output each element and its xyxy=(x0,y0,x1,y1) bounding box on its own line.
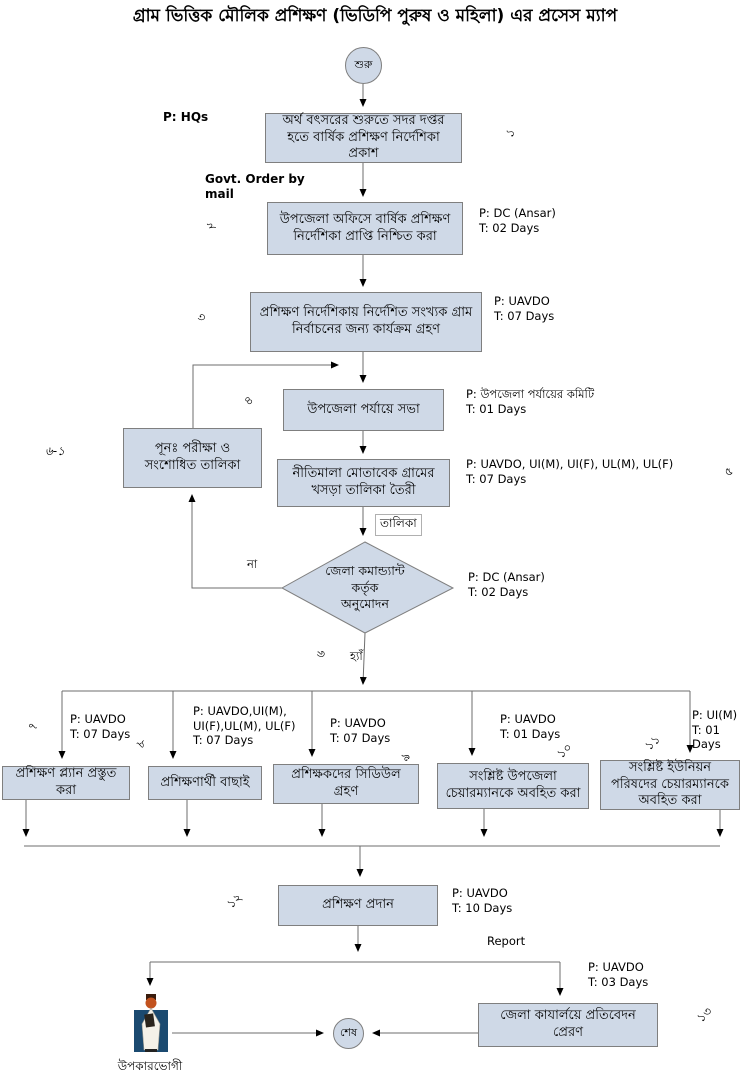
step-number-6-1: ৬-১ xyxy=(45,444,65,458)
beneficiary-person-icon xyxy=(134,994,168,1052)
edge-label-talika: তালিকা xyxy=(375,514,422,536)
annotation-govt-order: Govt. Order by mail xyxy=(205,172,305,202)
edge-label-no: না xyxy=(247,557,258,571)
annotation-step-13: P: UAVDO T: 03 Days xyxy=(588,960,649,989)
annotation-decision: P: DC (Ansar) T: 02 Days xyxy=(468,570,545,599)
step-10-box: সংশ্লিষ্ট উপজেলা চেয়ারম্যানকে অবহিত করা xyxy=(437,763,589,809)
annotation-step-4: P: উপজেলা পর্যায়ের কমিটি T: 01 Days xyxy=(466,387,595,416)
step-6-1-revision-box: পূনঃ পরীক্ষা ও সংশোধিত তালিকা xyxy=(123,428,262,488)
step-2-box: উপজেলা অফিসে বার্ষিক প্রশিক্ষণ নির্দেশিক… xyxy=(267,202,463,255)
end-terminator: শেষ xyxy=(333,1018,364,1049)
edge-label-yes: হ্যাঁ xyxy=(350,649,363,663)
annotation-step-8: P: UAVDO,UI(M), UI(F),UL(M), UL(F) T: 07… xyxy=(193,704,296,748)
step-5-box: নীতিমালা মোতাবেক গ্রামের খসড়া তালিকা তৈ… xyxy=(277,459,450,507)
annotation-p-hqs: P: HQs xyxy=(163,110,209,124)
step-9-box: প্রশিক্ষকদের সিডিউল গ্রহণ xyxy=(273,764,419,804)
annotation-step-9: P: UAVDO T: 07 Days xyxy=(330,716,391,745)
annotation-step-12: P: UAVDO T: 10 Days xyxy=(452,886,513,915)
edge-label-report: Report xyxy=(487,934,526,948)
step-8-box: প্রশিক্ষণার্থী বাছাই xyxy=(148,766,262,800)
start-terminator: শুরু xyxy=(345,47,382,84)
annotation-step-7: P: UAVDO T: 07 Days xyxy=(70,712,131,741)
step-3-box: প্রশিক্ষণ নির্দেশিকায় নির্দেশিত সংখ্যক … xyxy=(250,292,482,352)
step-4-box: উপজেলা পর্যায়ে সভা xyxy=(283,389,444,431)
annotation-step-5: P: UAVDO, UI(M), UI(F), UL(M), UL(F) T: … xyxy=(466,457,674,486)
annotation-step-3: P: UAVDO T: 07 Days xyxy=(494,294,555,323)
annotation-step-10: P: UAVDO T: 01 Days xyxy=(500,712,561,741)
decision-diamond-label: জেলা কমান্ড্যান্ট কর্তৃক অনুমোদন xyxy=(325,562,405,612)
page-title: গ্রাম ভিত্তিক মৌলিক প্রশিক্ষণ (ভিডিপি পু… xyxy=(132,6,618,26)
step-1-box: অর্থ বৎসরের শুরুতে সদর দপ্তর হতে বার্ষিক… xyxy=(265,113,462,163)
step-11-box: সংশ্লিষ্ট ইউনিয়ন পরিষদের চেয়ারম্যানকে … xyxy=(600,760,740,810)
beneficiary-label: উপকারভোগী xyxy=(117,1059,183,1072)
annotation-step-11: P: UI(M) T: 01 Days xyxy=(692,708,738,752)
step-12-box: প্রশিক্ষণ প্রদান xyxy=(278,885,438,926)
step-13-box: জেলা কাযার্লয়ে প্রতিবেদন প্রেরণ xyxy=(478,1003,658,1047)
annotation-step-2: P: DC (Ansar) T: 02 Days xyxy=(479,206,556,235)
step-7-box: প্রশিক্ষণ প্ল্যান প্রস্তুত করা xyxy=(2,766,130,800)
